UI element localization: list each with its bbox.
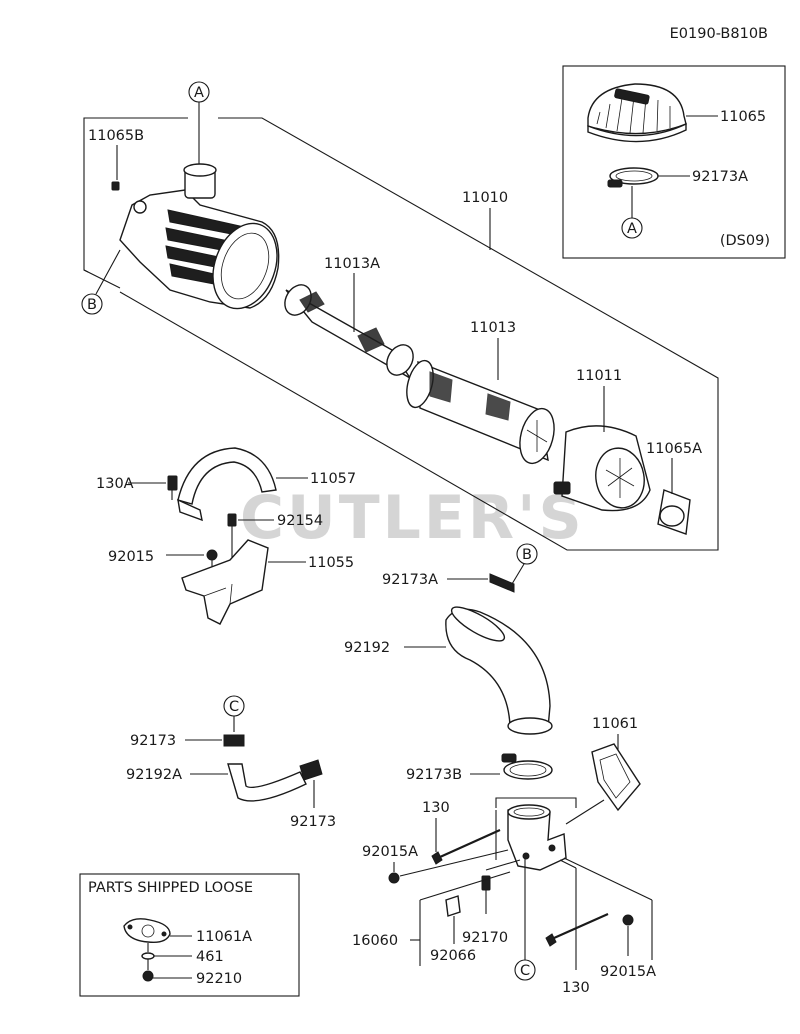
parts-shipped-loose-box: PARTS SHIPPED LOOSE 11061A 461 92210 xyxy=(79,873,300,997)
part-label-92192: 92192 xyxy=(344,640,390,656)
part-label-11065B: 11065B xyxy=(88,128,144,144)
part-label-11065A: 11065A xyxy=(646,441,702,457)
watermark: CUTLER'S xyxy=(240,483,585,553)
inset-variant-code: (DS09) xyxy=(720,233,770,249)
callout-a-top-label: A xyxy=(194,85,204,101)
precleaner-cap-illustration xyxy=(587,83,687,143)
fitting-92170-illustration xyxy=(481,875,491,914)
bracket-16060 xyxy=(410,871,511,966)
gasket-11061-illustration xyxy=(591,743,641,812)
clamp-92173B-illustration xyxy=(501,753,553,780)
part-label-92015A-left: 92015A xyxy=(362,844,418,860)
callout-c-left-label: C xyxy=(229,699,239,715)
part-label-92154: 92154 xyxy=(277,513,323,529)
elbow-bracket-lines xyxy=(495,797,577,860)
callout-c-bottom-label: C xyxy=(520,963,530,979)
air-cleaner-cover-illustration xyxy=(553,425,651,512)
bolt-130A-illustration xyxy=(167,475,178,491)
part-label-11013: 11013 xyxy=(470,320,516,336)
small-hose-illustration xyxy=(227,763,307,802)
mounting-bracket-illustration xyxy=(181,539,269,625)
part-label-92173A-mid: 92173A xyxy=(382,572,438,588)
washer-461-illustration xyxy=(141,952,155,960)
part-label-92210: 92210 xyxy=(196,971,242,987)
part-label-16060: 16060 xyxy=(352,933,398,949)
callout-b-mid-label: B xyxy=(522,547,532,563)
part-label-92173A-inset: 92173A xyxy=(692,169,748,185)
intake-elbow-illustration xyxy=(507,804,567,871)
clamp-92173-top-illustration xyxy=(223,734,245,747)
part-label-92015: 92015 xyxy=(108,549,154,565)
gasket-11061A-illustration xyxy=(123,918,171,944)
part-label-11055: 11055 xyxy=(308,555,354,571)
part-label-11061: 11061 xyxy=(592,716,638,732)
clamp-92173-bottom-illustration xyxy=(299,759,323,781)
part-label-130-bottom: 130 xyxy=(562,980,590,996)
callout-b-left xyxy=(81,293,103,315)
clamp-92173A-illustration xyxy=(489,573,515,593)
air-cleaner-housing-illustration xyxy=(111,163,280,310)
bolt-130-bottom-illustration xyxy=(545,912,609,947)
nut-92210-illustration xyxy=(142,970,154,982)
part-label-92173-top: 92173 xyxy=(130,733,176,749)
inner-filter-element-illustration xyxy=(284,284,414,379)
callout-a-inset-label: A xyxy=(627,221,637,237)
bolt-92154-illustration xyxy=(227,513,237,527)
part-label-11010: 11010 xyxy=(462,190,508,206)
part-label-92170: 92170 xyxy=(462,930,508,946)
hose-clamp-illustration xyxy=(607,167,659,188)
inset-box: 11065 92173A A (DS09) xyxy=(562,65,786,259)
part-label-11011: 11011 xyxy=(576,368,622,384)
evacuator-valve-illustration xyxy=(657,489,691,535)
callout-b-mid xyxy=(516,543,538,565)
nut-92015A-left-illustration xyxy=(388,872,400,884)
callout-b-left-label: B xyxy=(87,297,97,313)
part-label-11057: 11057 xyxy=(310,471,356,487)
diagram-code: E0190-B810B xyxy=(670,26,768,42)
plug-92066-illustration xyxy=(445,895,461,944)
part-label-11013A: 11013A xyxy=(324,256,380,272)
loose-parts-title: PARTS SHIPPED LOOSE xyxy=(88,880,253,896)
outer-filter-element-illustration xyxy=(406,359,555,465)
intake-hose-illustration xyxy=(445,606,553,735)
part-label-461: 461 xyxy=(196,949,224,965)
part-label-92173-bottom: 92173 xyxy=(290,814,336,830)
part-label-92173B: 92173B xyxy=(406,767,462,783)
nut-92015-illustration xyxy=(206,549,218,561)
bolt-130-top-illustration xyxy=(431,828,501,865)
assembly-bracket-11010 xyxy=(83,117,719,551)
strap-bracket-illustration xyxy=(177,447,277,522)
part-label-11061A: 11061A xyxy=(196,929,252,945)
callout-c-bottom xyxy=(514,959,536,981)
part-label-130A: 130A xyxy=(96,476,134,492)
part-label-11065: 11065 xyxy=(720,109,766,125)
nut-92015A-right-illustration xyxy=(622,914,634,926)
part-label-92066: 92066 xyxy=(430,948,476,964)
callout-a-inset xyxy=(621,217,643,239)
part-label-92015A-right: 92015A xyxy=(600,964,656,980)
part-label-130-top: 130 xyxy=(422,800,450,816)
part-label-92192A: 92192A xyxy=(126,767,182,783)
